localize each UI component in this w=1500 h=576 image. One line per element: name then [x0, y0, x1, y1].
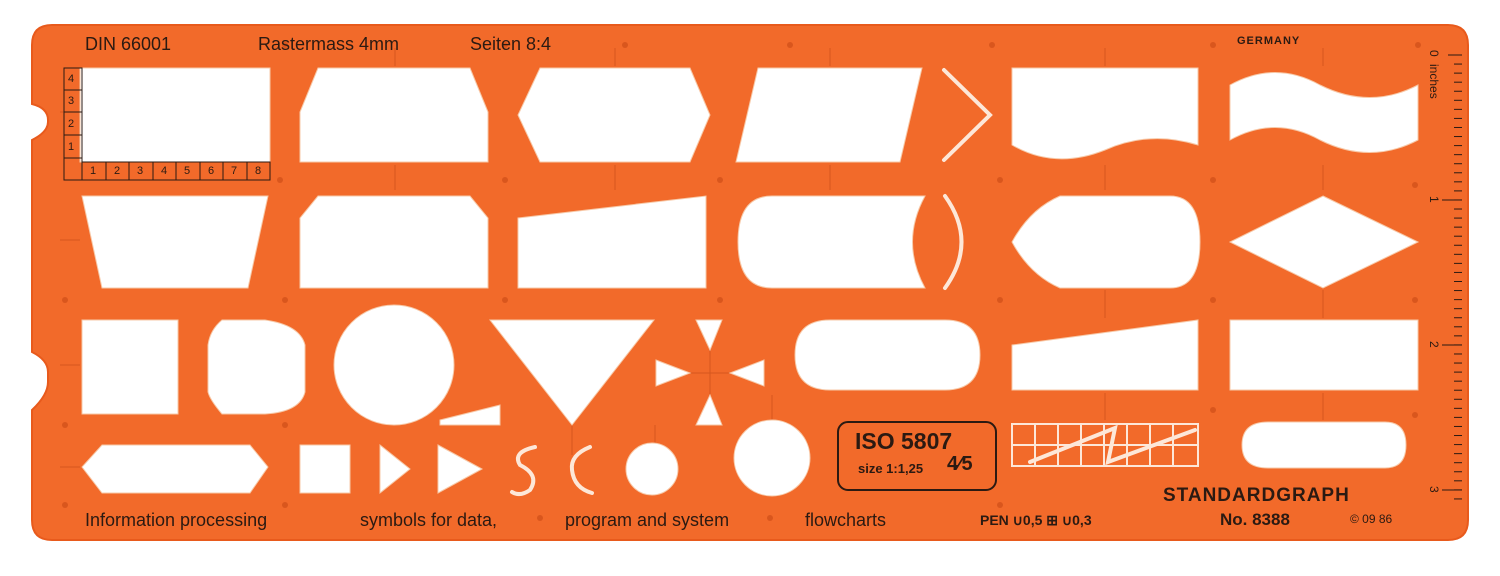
- chevron-slot: [942, 68, 993, 162]
- manual-operation-cutout: [81, 195, 269, 289]
- grid-h-2: 2: [114, 165, 121, 177]
- arrow-large-cutout: [437, 444, 484, 494]
- process-symbol-cutout: [79, 67, 271, 163]
- grid-v-3: 3: [68, 95, 75, 107]
- manual-input-2-cutout: [1011, 319, 1199, 391]
- grid-v-4: 4: [68, 73, 75, 85]
- iso-size: size 1:1,25: [858, 461, 924, 476]
- grid-spacing-label: Rastermass 4mm: [258, 34, 400, 54]
- comm-grid: [1011, 423, 1199, 467]
- grid-h-1: 1: [90, 165, 97, 177]
- ratio-label: Seiten 8:4: [470, 34, 552, 54]
- pen-spec: PEN ∪0,5 ⊞ ∪0,3: [980, 512, 1092, 528]
- small-bar-cutout: [439, 404, 501, 426]
- ruler-unit: inches: [1427, 64, 1441, 99]
- grid-scale: [63, 67, 271, 181]
- description-part1: Information processing: [85, 510, 268, 530]
- symbol-cutouts: [79, 67, 1420, 497]
- small-circle-cutout: [625, 442, 679, 496]
- octagon-round-cutout: [207, 319, 306, 415]
- loop-limit-cutout: [299, 195, 489, 289]
- description-part3: program and system: [565, 510, 730, 530]
- stored-data-cutout: [737, 195, 926, 289]
- ruler-mark-3: 3: [1427, 486, 1441, 493]
- grid-h-7: 7: [231, 165, 238, 177]
- origin-label: GERMANY: [1237, 35, 1301, 47]
- description-part4: flowcharts: [805, 510, 887, 530]
- din-standard-label: DIN 66001: [85, 34, 172, 54]
- model-number: No. 8388: [1220, 510, 1290, 529]
- merge-triangle-cutout: [488, 319, 656, 426]
- ruler-mark-2: 2: [1427, 341, 1441, 348]
- preparation-symbol-cutout: [299, 67, 489, 163]
- data-parallelogram-cutout: [735, 67, 923, 163]
- inch-ruler: [1442, 54, 1462, 500]
- brand-name: STANDARDGRAPH: [1163, 485, 1350, 506]
- small-tri-left-cutout: [655, 359, 692, 387]
- c-curve-slot: [569, 445, 594, 495]
- grid-h-5: 5: [184, 165, 191, 177]
- manual-input-cutout: [517, 195, 707, 289]
- terminal-cutout: [794, 319, 981, 391]
- small-square-cutout: [299, 444, 351, 494]
- rect-wide-cutout: [1229, 319, 1419, 391]
- long-hexagon-cutout: [81, 444, 269, 494]
- paren-slot: [943, 194, 964, 290]
- grid-h-3: 3: [137, 165, 144, 177]
- connector-circle-cutout: [333, 304, 455, 426]
- iso-title: ISO 5807: [855, 428, 953, 454]
- rivets: [62, 42, 1421, 521]
- grid-v-2: 2: [68, 118, 75, 130]
- punched-tape-cutout: [1229, 72, 1419, 153]
- pill-cutout: [1241, 421, 1407, 469]
- ruler-mark-0: 0: [1427, 50, 1441, 57]
- grid-h-8: 8: [255, 165, 262, 177]
- hexagon-symbol-cutout: [517, 67, 711, 163]
- decision-cutout: [1228, 195, 1420, 289]
- iso-fraction: 4⁄5: [947, 453, 973, 475]
- grid-h-6: 6: [208, 165, 215, 177]
- small-tri-top-cutout: [695, 319, 723, 352]
- guide-lines: [60, 48, 1324, 468]
- description-part2: symbols for data,: [360, 510, 498, 530]
- medium-circle-cutout: [733, 419, 811, 497]
- square-cutout: [81, 319, 179, 415]
- arrow-small-cutout: [379, 443, 411, 495]
- ruler-mark-1: 1: [1427, 196, 1441, 203]
- s-curve-slot: [510, 445, 537, 497]
- display-cutout: [1011, 195, 1201, 289]
- small-tri-right-cutout: [728, 359, 765, 387]
- grid-h-4: 4: [161, 165, 168, 177]
- small-tri-bottom-cutout: [695, 393, 723, 426]
- document-symbol-cutout: [1011, 67, 1199, 160]
- copyright-date: © 09 86: [1350, 512, 1393, 526]
- grid-v-1: 1: [68, 141, 75, 153]
- iso-label-box: [837, 421, 997, 491]
